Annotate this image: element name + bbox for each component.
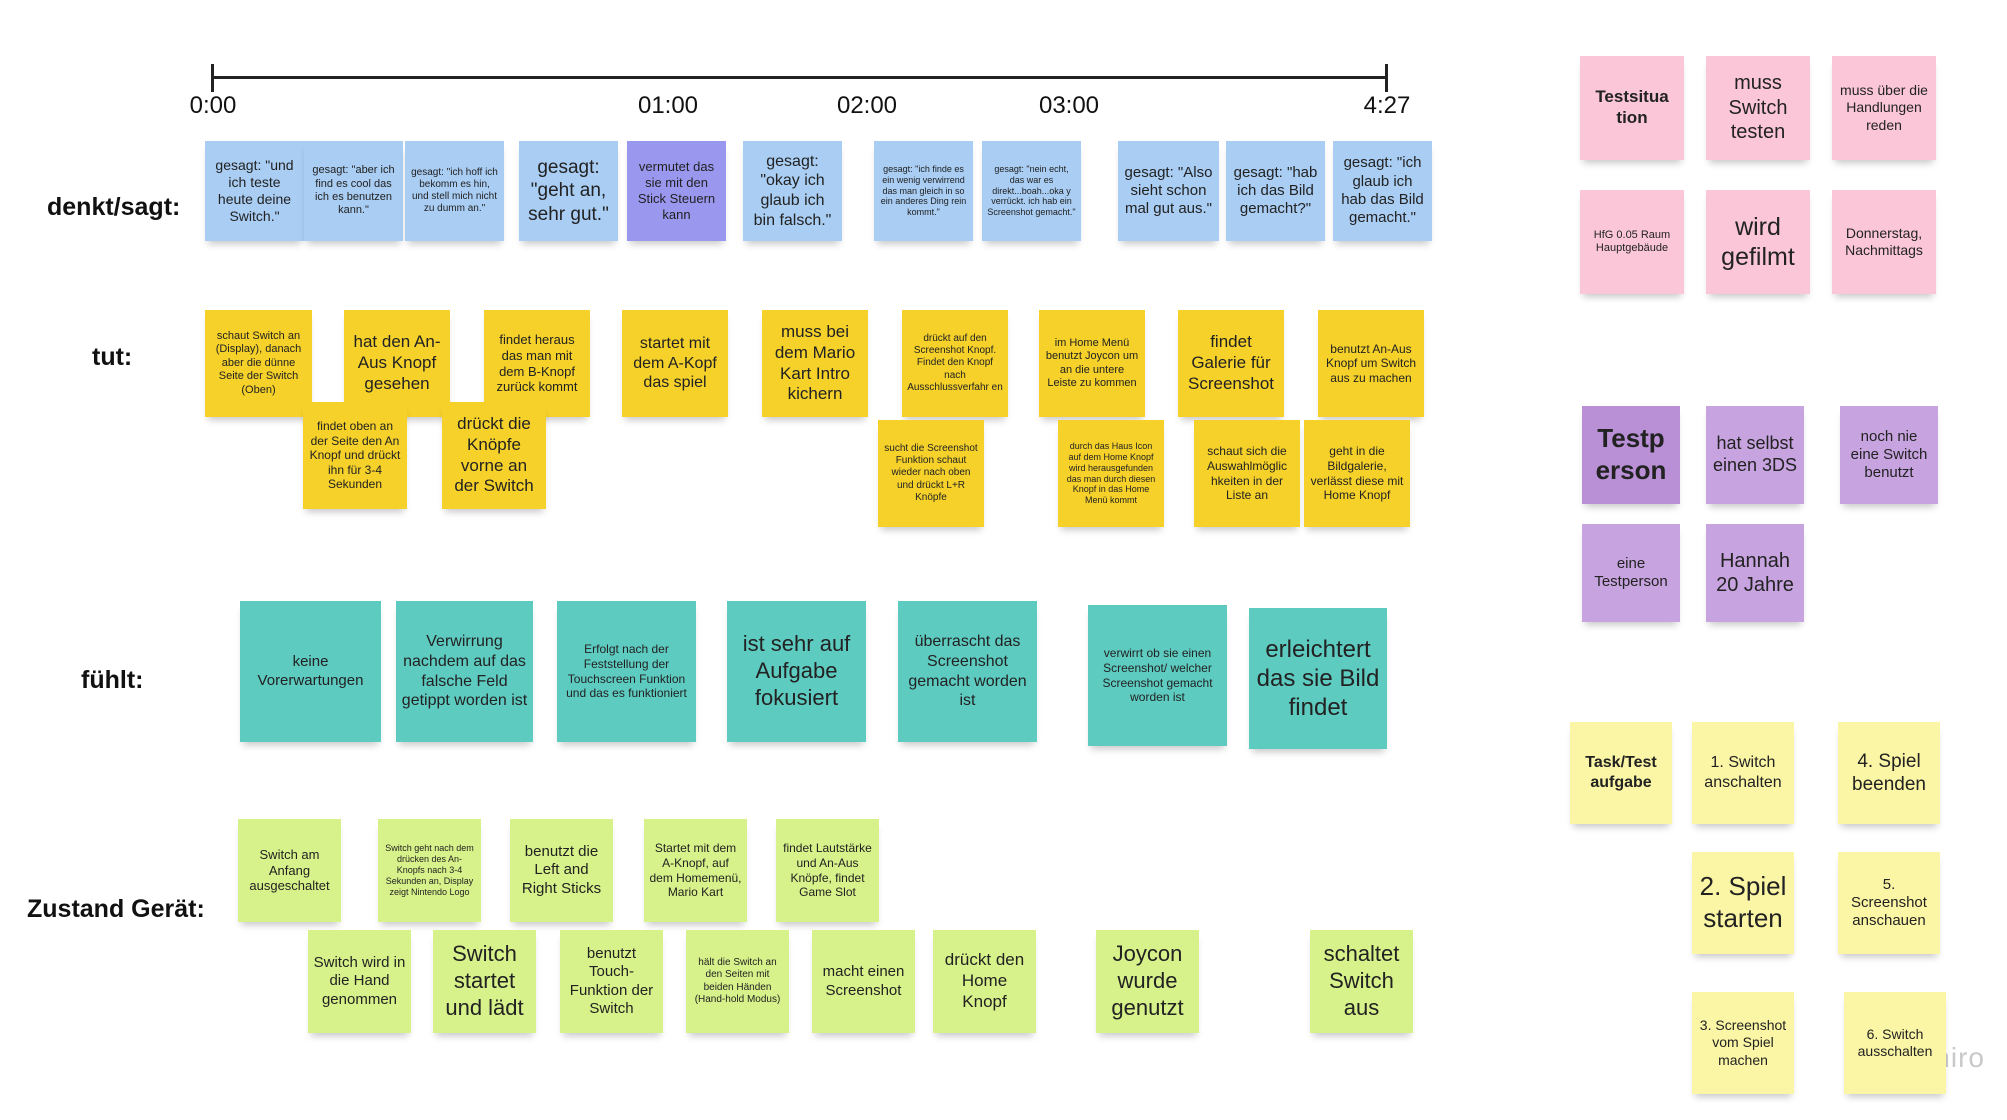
sticky-denkt-1[interactable]: gesagt: "und ich teste heute deine Switc… bbox=[205, 141, 304, 241]
sticky-tut-13[interactable]: durch das Haus Icon auf dem Home Knopf w… bbox=[1058, 420, 1164, 527]
sticky-testperson-5[interactable]: Hannah 20 Jahre bbox=[1706, 524, 1804, 622]
sticky-fuehlt-1[interactable]: keine Vorerwartungen bbox=[240, 601, 381, 742]
sticky-fuehlt-3[interactable]: Erfolgt nach der Feststellung der Touchs… bbox=[557, 601, 696, 742]
row-label-zustand: Zustand Gerät: bbox=[27, 895, 205, 923]
sticky-fuehlt-7[interactable]: erleichtert das sie Bild findet bbox=[1249, 608, 1387, 749]
sticky-zustand-8[interactable]: benutzt Touch-Funktion der Switch bbox=[560, 930, 663, 1033]
sticky-testsituation-5[interactable]: wird gefilmt bbox=[1706, 190, 1810, 294]
timeline-label-1min: 01:00 bbox=[637, 92, 699, 119]
sticky-zustand-1[interactable]: Switch am Anfang ausgeschaltet bbox=[238, 819, 341, 922]
sticky-testsituation-2[interactable]: muss Switch testen bbox=[1706, 56, 1810, 160]
sticky-zustand-13[interactable]: schaltet Switch aus bbox=[1310, 930, 1413, 1033]
sticky-zustand-9[interactable]: hält die Switch an den Seiten mit beiden… bbox=[686, 930, 789, 1033]
sticky-denkt-3[interactable]: gesagt: "ich hoff ich bekomm es hin, und… bbox=[405, 141, 504, 241]
sticky-zustand-11[interactable]: drückt den Home Knopf bbox=[933, 930, 1036, 1033]
sticky-fuehlt-4[interactable]: ist sehr auf Aufgabe fokusiert bbox=[727, 601, 866, 742]
timeline-label-3min: 03:00 bbox=[1038, 92, 1100, 119]
sticky-tut-2[interactable]: hat den An-Aus Knopf gesehen bbox=[344, 310, 450, 417]
sticky-tut-7[interactable]: im Home Menü benutzt Joycon um an die un… bbox=[1039, 310, 1145, 417]
timeline-label-end: 4:27 bbox=[1363, 92, 1411, 119]
timeline-label-start: 0:00 bbox=[189, 92, 237, 119]
sticky-task-6[interactable]: 3. Screenshot vom Spiel machen bbox=[1692, 992, 1794, 1094]
sticky-denkt-4[interactable]: gesagt: "geht an, sehr gut." bbox=[519, 141, 618, 241]
sticky-task-2[interactable]: 1. Switch anschalten bbox=[1692, 722, 1794, 824]
sticky-fuehlt-5[interactable]: überrascht das Screenshot gemacht worden… bbox=[898, 601, 1037, 742]
timeline-axis bbox=[212, 76, 1387, 79]
sticky-tut-10[interactable]: findet oben an der Seite den An Knopf un… bbox=[303, 402, 407, 509]
sticky-task-3[interactable]: 4. Spiel beenden bbox=[1838, 722, 1940, 824]
sticky-task-1[interactable]: Task/Test aufgabe bbox=[1570, 722, 1672, 824]
sticky-tut-5[interactable]: muss bei dem Mario Kart Intro kichern bbox=[762, 310, 868, 417]
sticky-fuehlt-2[interactable]: Verwirrung nachdem auf das falsche Feld … bbox=[396, 601, 533, 742]
sticky-zustand-10[interactable]: macht einen Screenshot bbox=[812, 930, 915, 1033]
sticky-zustand-7[interactable]: Switch startet und lädt bbox=[433, 930, 536, 1033]
sticky-tut-1[interactable]: schaut Switch an (Display), danach aber … bbox=[205, 310, 312, 417]
sticky-tut-8[interactable]: findet Galerie für Screenshot bbox=[1178, 310, 1284, 417]
sticky-denkt-6[interactable]: gesagt: "okay ich glaub ich bin falsch." bbox=[743, 141, 842, 241]
timeline-start-tick bbox=[211, 64, 214, 92]
sticky-tut-11[interactable]: drückt die Knöpfe vorne an der Switch bbox=[442, 402, 546, 509]
sticky-denkt-10[interactable]: gesagt: "hab ich das Bild gemacht?" bbox=[1226, 141, 1325, 241]
sticky-denkt-8[interactable]: gesagt: "nein echt, das war es direkt...… bbox=[982, 141, 1081, 241]
sticky-task-5[interactable]: 5. Screenshot anschauen bbox=[1838, 852, 1940, 954]
sticky-tut-3[interactable]: findet heraus das man mit dem B-Knopf zu… bbox=[484, 310, 590, 417]
sticky-tut-12[interactable]: sucht die Screenshot Funktion schaut wie… bbox=[878, 420, 984, 527]
sticky-zustand-6[interactable]: Switch wird in die Hand genommen bbox=[308, 930, 411, 1033]
sticky-denkt-7[interactable]: gesagt: "ich finde es ein wenig verwirre… bbox=[874, 141, 973, 241]
sticky-task-4[interactable]: 2. Spiel starten bbox=[1692, 852, 1794, 954]
sticky-denkt-5[interactable]: vermutet das sie mit den Stick Steuern k… bbox=[627, 141, 726, 241]
sticky-zustand-4[interactable]: Startet mit dem A-Knopf, auf dem Homemen… bbox=[644, 819, 747, 922]
row-label-tut: tut: bbox=[92, 343, 133, 371]
sticky-testsituation-6[interactable]: Donnerstag, Nachmittags bbox=[1832, 190, 1936, 294]
row-label-fuehlt: fühlt: bbox=[81, 666, 144, 694]
timeline-end-tick bbox=[1385, 64, 1388, 92]
sticky-task-7[interactable]: 6. Switch ausschalten bbox=[1844, 992, 1946, 1094]
sticky-tut-4[interactable]: startet mit dem A-Kopf das spiel bbox=[622, 310, 728, 417]
sticky-denkt-11[interactable]: gesagt: "ich glaub ich hab das Bild gema… bbox=[1333, 141, 1432, 241]
sticky-testsituation-3[interactable]: muss über die Handlungen reden bbox=[1832, 56, 1936, 160]
sticky-testperson-4[interactable]: eine Testperson bbox=[1582, 524, 1680, 622]
sticky-zustand-2[interactable]: Switch geht nach dem drücken des An-Knop… bbox=[378, 819, 481, 922]
sticky-tut-6[interactable]: drückt auf den Screenshot Knopf. Findet … bbox=[902, 310, 1008, 417]
sticky-testsituation-4[interactable]: HfG 0.05 Raum Hauptgebäude bbox=[1580, 190, 1684, 294]
sticky-testperson-3[interactable]: noch nie eine Switch benutzt bbox=[1840, 406, 1938, 504]
sticky-tut-15[interactable]: geht in die Bildgalerie, verlässt diese … bbox=[1304, 420, 1410, 527]
sticky-tut-9[interactable]: benutzt An-Aus Knopf um Switch aus zu ma… bbox=[1318, 310, 1424, 417]
sticky-denkt-9[interactable]: gesagt: "Also sieht schon mal gut aus." bbox=[1118, 141, 1219, 241]
sticky-testsituation-1[interactable]: Testsitua tion bbox=[1580, 56, 1684, 160]
sticky-testperson-1[interactable]: Testp erson bbox=[1582, 406, 1680, 504]
sticky-zustand-12[interactable]: Joycon wurde genutzt bbox=[1096, 930, 1199, 1033]
sticky-zustand-3[interactable]: benutzt die Left and Right Sticks bbox=[510, 819, 613, 922]
row-label-denkt-sagt: denkt/sagt: bbox=[47, 193, 181, 221]
timeline-label-2min: 02:00 bbox=[836, 92, 898, 119]
sticky-fuehlt-6[interactable]: verwirrt ob sie einen Screenshot/ welche… bbox=[1088, 605, 1227, 746]
sticky-testperson-2[interactable]: hat selbst einen 3DS bbox=[1706, 406, 1804, 504]
sticky-zustand-5[interactable]: findet Lautstärke und An-Aus Knöpfe, fin… bbox=[776, 819, 879, 922]
sticky-denkt-2[interactable]: gesagt: "aber ich find es cool das ich e… bbox=[304, 141, 403, 241]
sticky-tut-14[interactable]: schaut sich die Auswahlmöglic hkeiten in… bbox=[1194, 420, 1300, 527]
